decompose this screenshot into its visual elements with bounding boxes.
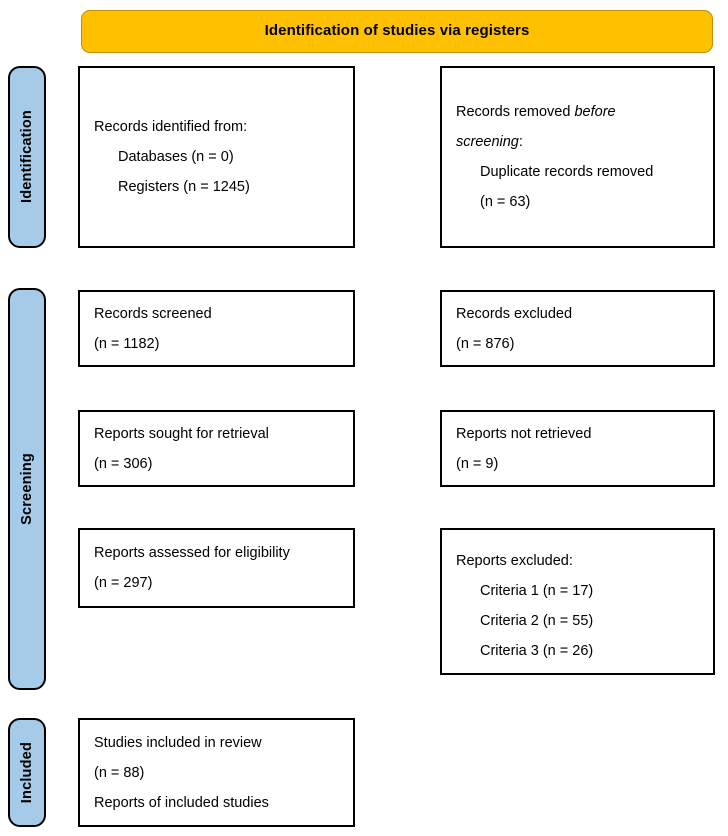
box-records-screened: Records screened (n = 1182) (78, 290, 355, 367)
box-reports-assessed-for-eligibility: Reports assessed for eligibility (n = 29… (78, 528, 355, 608)
box-reports-not-retrieved: Reports not retrieved (n = 9) (440, 410, 715, 487)
records-identified-databases: Databases (n = 0) (118, 149, 234, 165)
studies-included-count: (n = 88) (94, 764, 145, 781)
records-removed-heading-plain: Records removed (456, 104, 575, 120)
records-removed-duplicates: Duplicate records removed (480, 164, 654, 180)
stage-pill-included: Included (8, 718, 46, 827)
box-reports-excluded: Reports excluded: Criteria 1 (n = 17) Cr… (440, 528, 715, 675)
reports-assessed-count: (n = 297) (94, 575, 153, 591)
records-removed-heading-italic-before: before (574, 104, 616, 120)
diagram-title: Identification of studies via registers (264, 22, 530, 40)
stage-pill-identification: Identification (8, 66, 46, 248)
records-removed-heading: Records removed before (456, 97, 701, 127)
records-identified-registers: Registers (n = 1245) (118, 179, 250, 195)
records-removed-heading-colon: : (518, 134, 523, 150)
reports-not-retrieved-count: (n = 9) (456, 455, 499, 472)
box-records-removed-before-screening: Records removed before screening: Duplic… (440, 66, 715, 248)
studies-included-label: Studies included in review (94, 734, 262, 751)
reports-of-included-studies-label: Reports of included studies (94, 794, 269, 811)
records-removed-heading-line-2: screening: (456, 127, 701, 157)
stage-pill-screening: Screening (8, 288, 46, 690)
records-screened-count: (n = 1182) (94, 335, 160, 352)
records-removed-count: (n = 63) (480, 194, 531, 210)
records-screened-label: Records screened (94, 305, 212, 322)
records-identified-line-1: Records identified from: (94, 119, 248, 135)
stage-pill-screening-label: Screening (19, 453, 35, 525)
reports-assessed-label: Reports assessed for eligibility (94, 545, 290, 561)
box-reports-sought-for-retrieval: Reports sought for retrieval (n = 306) (78, 410, 355, 487)
reports-sought-label: Reports sought for retrieval (94, 425, 269, 442)
stage-pill-identification-label: Identification (19, 110, 35, 204)
reports-excluded-criteria-1: Criteria 1 (n = 17) (480, 583, 594, 599)
diagram-title-banner: Identification of studies via registers (81, 10, 713, 53)
records-excluded-count: (n = 876) (456, 335, 515, 352)
reports-not-retrieved-label: Reports not retrieved (456, 425, 592, 442)
records-removed-heading-italic-screening: screening (456, 134, 519, 150)
reports-excluded-label: Reports excluded: (456, 553, 573, 569)
reports-excluded-criteria-2: Criteria 2 (n = 55) (480, 613, 594, 629)
box-studies-included-in-review: Studies included in review (n = 88) Repo… (78, 718, 355, 827)
box-records-excluded: Records excluded (n = 876) (440, 290, 715, 367)
records-excluded-label: Records excluded (456, 305, 573, 322)
stage-pill-included-label: Included (19, 741, 35, 804)
box-records-identified: Records identified from: Databases (n = … (78, 66, 355, 248)
reports-excluded-criteria-3: Criteria 3 (n = 26) (480, 643, 594, 659)
reports-sought-count: (n = 306) (94, 455, 153, 472)
